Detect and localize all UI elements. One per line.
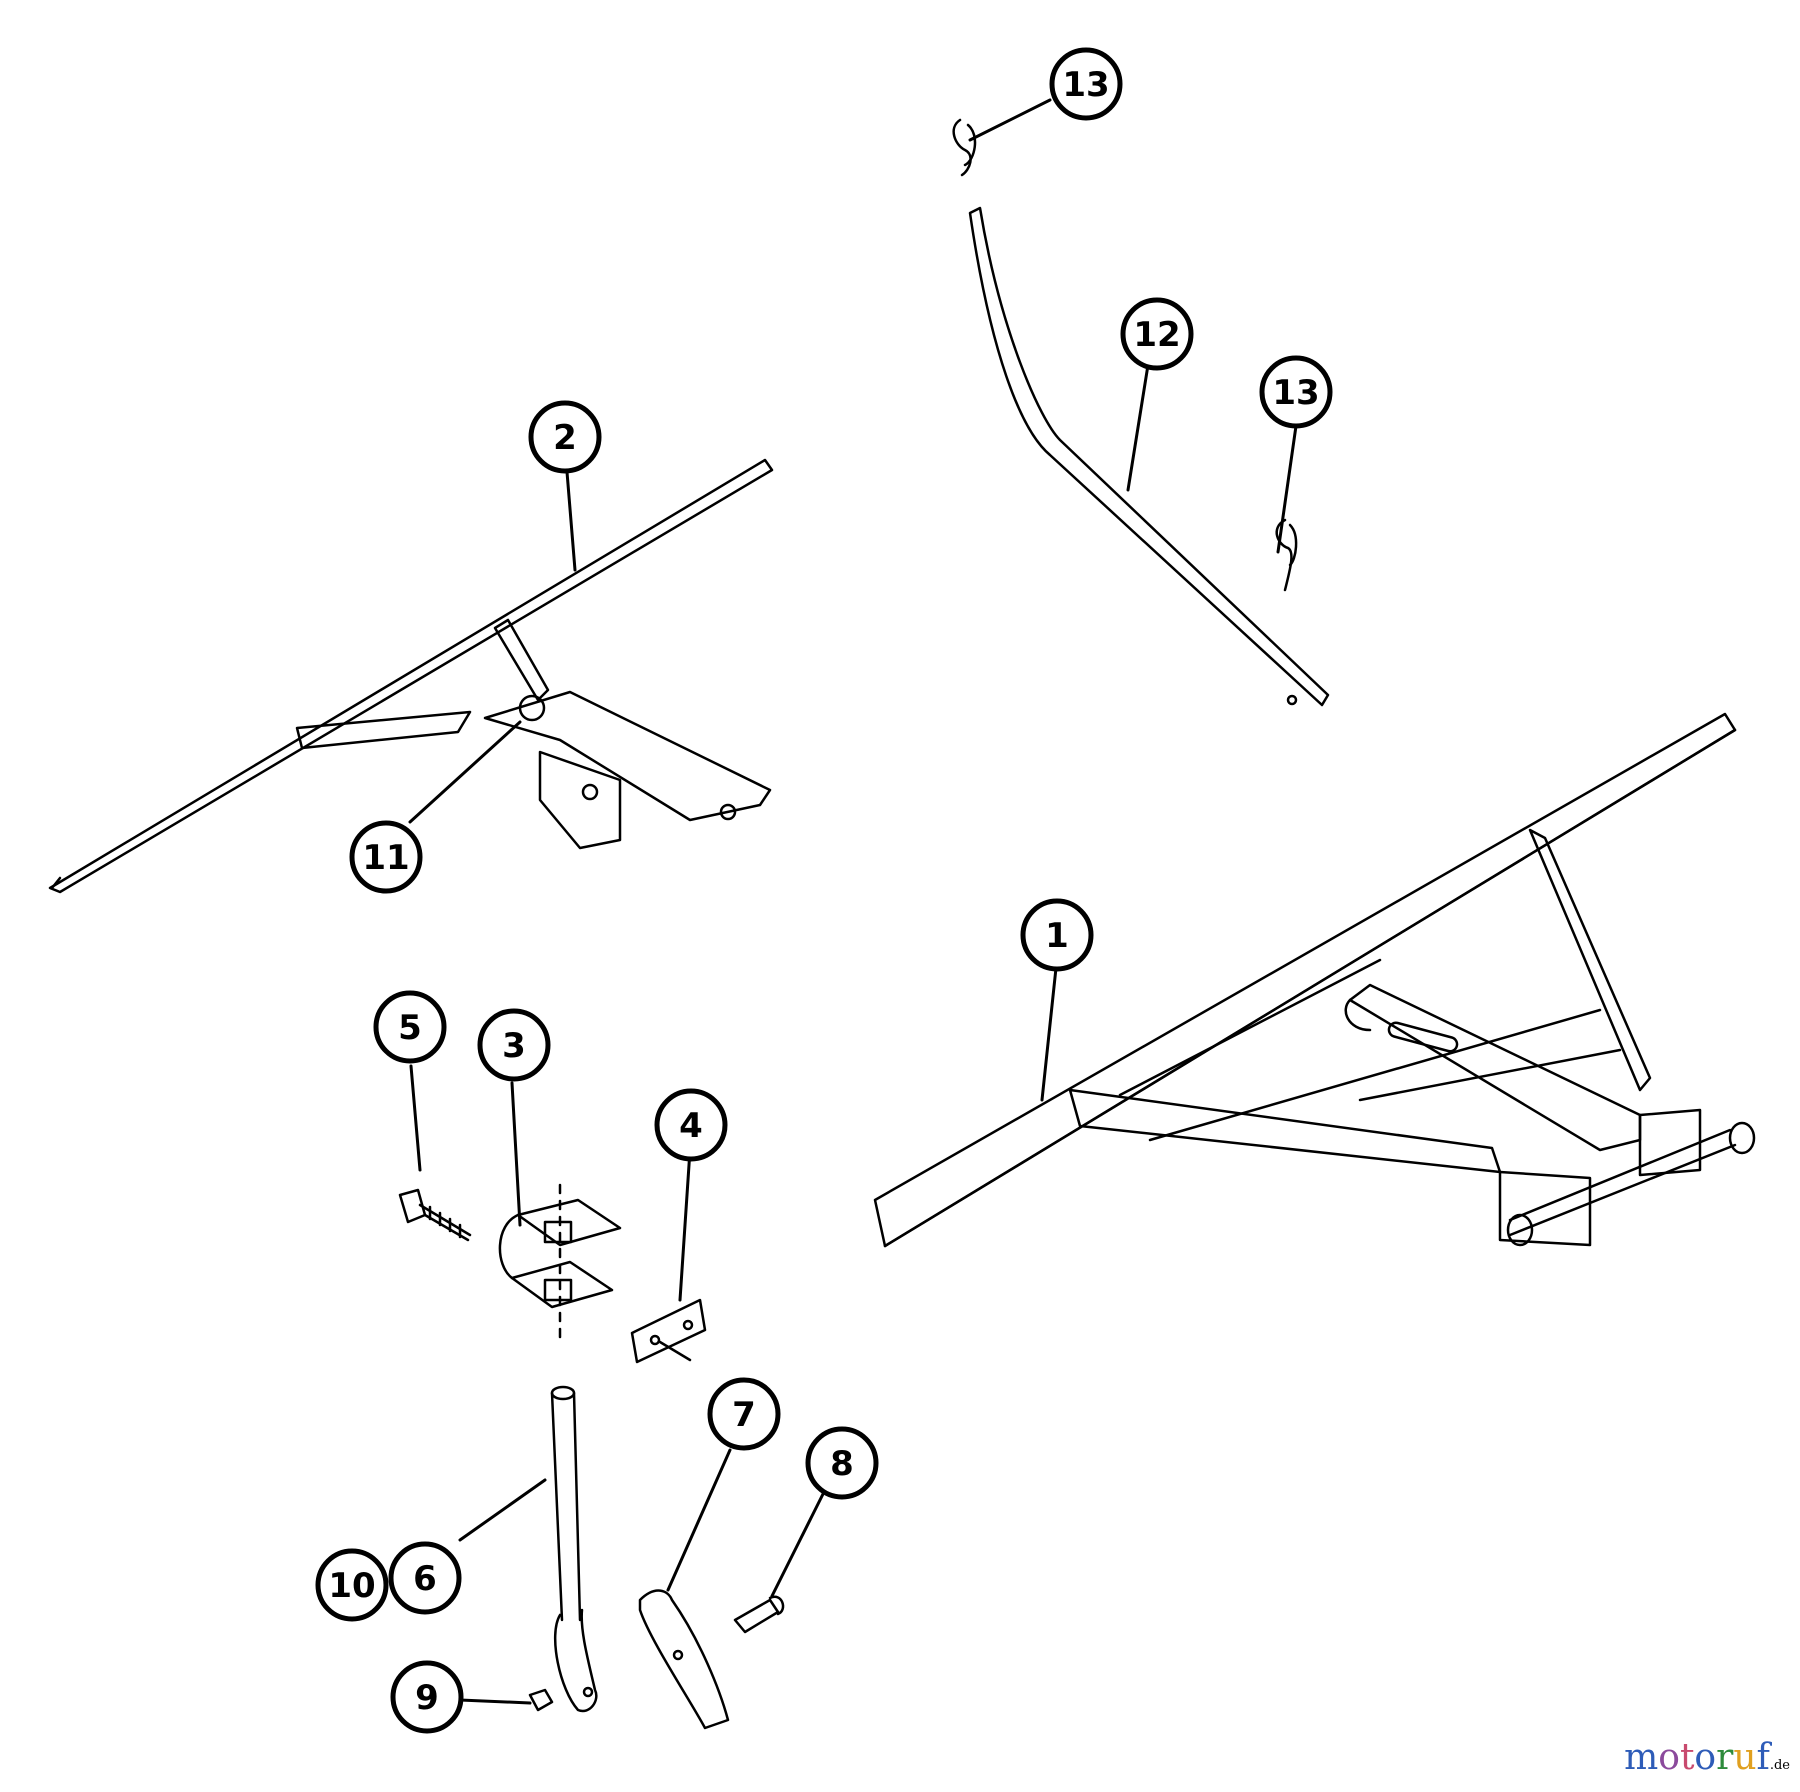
watermark-logo: motoruf.de	[1624, 1737, 1790, 1778]
watermark-suffix: .de	[1769, 1758, 1790, 1773]
part-1-frame	[873, 712, 1756, 1248]
callout-10: 10	[315, 1548, 389, 1622]
part-2-bar	[48, 458, 774, 894]
part-8-bolt	[733, 1595, 785, 1634]
callout-7-label: 7	[732, 1395, 756, 1435]
callout-2-label: 2	[553, 418, 577, 458]
callout-5: 5	[373, 990, 447, 1064]
callout-1: 1	[1020, 898, 1094, 972]
watermark-letter: u	[1733, 1737, 1757, 1778]
callout-3-label: 3	[502, 1026, 526, 1066]
callout-11: 11	[349, 820, 423, 894]
part-5-bolt	[398, 1188, 472, 1242]
part-3-bracket	[498, 1183, 622, 1342]
watermark-letter: o	[1694, 1737, 1717, 1778]
callout-12-label: 12	[1133, 315, 1180, 355]
callout-9-label: 9	[415, 1678, 439, 1718]
callout-8-label: 8	[830, 1444, 854, 1484]
part-7-shovel	[638, 1589, 730, 1730]
part-6-shank	[550, 1385, 598, 1713]
callout-13-right-label: 13	[1272, 373, 1319, 413]
part-4-plate	[630, 1298, 707, 1364]
watermark-letter: m	[1624, 1737, 1659, 1778]
callout-12: 12	[1120, 297, 1194, 371]
watermark-letter: o	[1658, 1737, 1680, 1778]
watermark-letter: f	[1756, 1737, 1770, 1778]
watermark-letters: motoruf	[1624, 1737, 1770, 1778]
leader-lines	[408, 98, 1298, 1705]
callout-13-label: 13	[1062, 65, 1109, 105]
callout-2: 2	[528, 400, 602, 474]
part-13-clip-top	[952, 118, 977, 177]
callout-13-right: 13	[1259, 355, 1333, 429]
callout-8: 8	[805, 1426, 879, 1500]
callout-3: 3	[477, 1008, 551, 1082]
callout-6: 6	[388, 1541, 462, 1615]
watermark-letter: r	[1716, 1737, 1734, 1778]
callout-10-label: 10	[328, 1566, 375, 1606]
callout-1-label: 1	[1045, 916, 1069, 956]
callout-4: 4	[654, 1088, 728, 1162]
part-12-rod	[968, 206, 1330, 707]
part-9-nut	[528, 1688, 554, 1712]
callout-7: 7	[707, 1377, 781, 1451]
callout-4-label: 4	[679, 1106, 703, 1146]
callout-9: 9	[390, 1660, 464, 1734]
callout-6-label: 6	[413, 1559, 437, 1599]
callout-11-label: 11	[362, 838, 409, 878]
callout-5-label: 5	[398, 1008, 422, 1048]
watermark-letter: t	[1679, 1737, 1695, 1778]
part-13-clip-right	[1275, 518, 1298, 592]
callout-13-top: 13	[1049, 47, 1123, 121]
